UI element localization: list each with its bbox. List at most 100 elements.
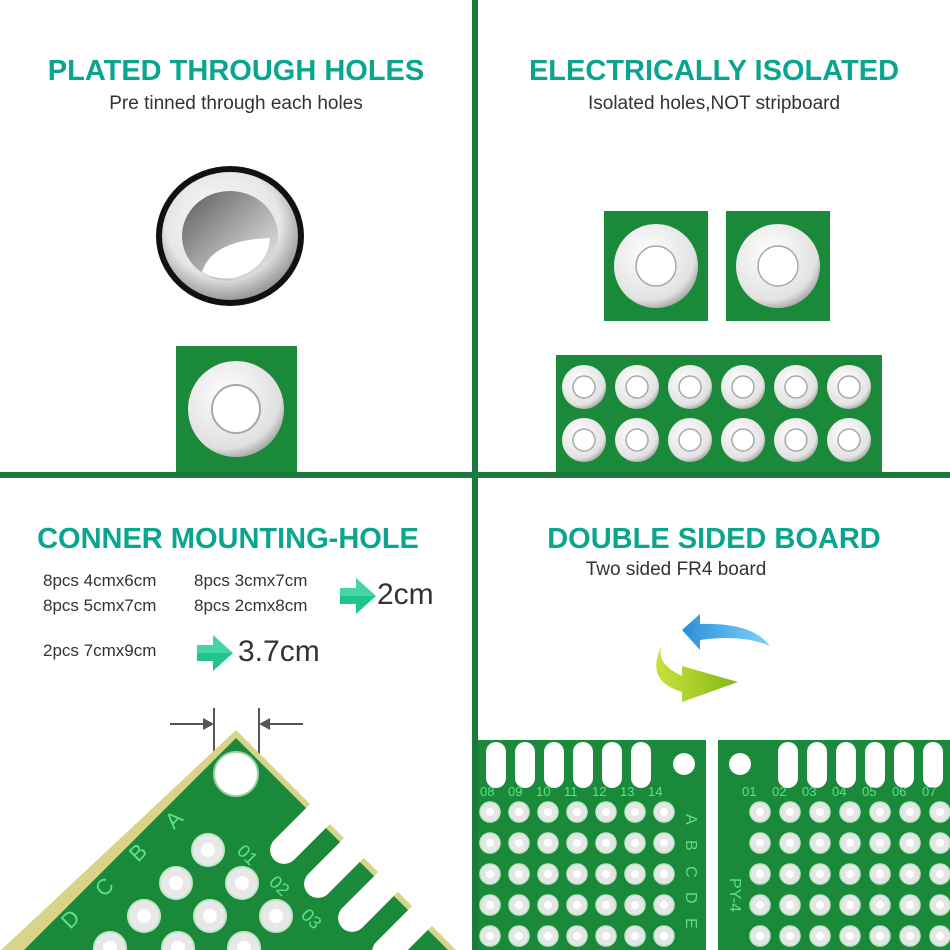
horizontal-divider xyxy=(0,472,950,478)
board-hole xyxy=(899,925,921,947)
board-col-label: 12 xyxy=(592,784,606,799)
flip-arrows-icon xyxy=(656,614,770,702)
board-hole xyxy=(869,832,891,854)
mounting-hole xyxy=(673,753,695,775)
board-hole xyxy=(227,931,261,950)
board-hole xyxy=(809,894,831,916)
board-hole xyxy=(929,801,950,823)
board-slot xyxy=(631,742,651,788)
board-hole xyxy=(839,863,861,885)
board-slot xyxy=(270,792,342,864)
board-hole xyxy=(537,894,559,916)
board-row-label: C xyxy=(682,866,699,878)
board-hole xyxy=(929,863,950,885)
board-hole xyxy=(929,925,950,947)
board-hole xyxy=(899,863,921,885)
board-row-label: A xyxy=(682,814,699,825)
board-hole xyxy=(839,894,861,916)
board-hole xyxy=(749,863,771,885)
board-hole xyxy=(93,931,127,950)
board-hole xyxy=(508,894,530,916)
board-hole xyxy=(595,801,617,823)
board-row-label: E xyxy=(682,918,699,929)
double-title: DOUBLE SIDED BOARD xyxy=(547,523,881,555)
board-hole xyxy=(566,894,588,916)
board-hole xyxy=(161,931,195,950)
board-hole xyxy=(869,863,891,885)
board-hole xyxy=(653,832,675,854)
board-hole xyxy=(839,832,861,854)
isolated-hole xyxy=(668,365,712,409)
dim-small: 2cm xyxy=(377,578,434,611)
board-hole xyxy=(809,801,831,823)
arrow-right-icon xyxy=(340,578,376,614)
board-hole xyxy=(653,801,675,823)
board-col-label: 06 xyxy=(892,784,906,799)
board-col-label: 05 xyxy=(862,784,876,799)
panel-electrically-isolated: ELECTRICALLY ISOLATED Isolated holes,NOT… xyxy=(478,0,950,472)
panel-plated-through-holes: PLATED THROUGH HOLES Pre tinned through … xyxy=(0,0,472,472)
board-hole xyxy=(779,925,801,947)
board-hole xyxy=(193,899,227,933)
double-subtitle: Two sided FR4 board xyxy=(585,559,767,580)
board-hole xyxy=(537,863,559,885)
board-slot xyxy=(894,742,914,788)
board-col-label: 04 xyxy=(832,784,846,799)
board-slot xyxy=(372,894,444,950)
plated-title: PLATED THROUGH HOLES xyxy=(47,55,425,87)
board-hole xyxy=(479,832,501,854)
board-col-label: 02 xyxy=(772,784,786,799)
board-hole xyxy=(537,925,559,947)
isolated-strip-tile xyxy=(556,355,882,472)
isolated-hole xyxy=(774,365,818,409)
board-hole xyxy=(869,801,891,823)
board-col-label: 13 xyxy=(620,784,634,799)
board-slot xyxy=(865,742,885,788)
board-slot xyxy=(304,826,376,898)
isolated-hole xyxy=(668,418,712,462)
plated-subtitle: Pre tinned through each holes xyxy=(109,93,363,114)
board-slot xyxy=(573,742,593,788)
board-hole xyxy=(899,832,921,854)
board-col-label: 11 xyxy=(564,784,578,799)
board-hole xyxy=(508,801,530,823)
board-hole xyxy=(508,925,530,947)
board-hole xyxy=(624,863,646,885)
board-hole xyxy=(869,894,891,916)
board-hole xyxy=(566,925,588,947)
board-hole xyxy=(479,925,501,947)
board-hole xyxy=(839,925,861,947)
board-slot xyxy=(544,742,564,788)
board-hole xyxy=(508,863,530,885)
isolated-hole xyxy=(736,224,820,308)
board-slot xyxy=(486,742,506,788)
board-hole xyxy=(653,894,675,916)
spec-row2-b: 8pcs 2cmx8cm xyxy=(194,596,308,615)
mounting-hole xyxy=(213,751,259,797)
board-row-label: B xyxy=(682,840,699,851)
plated-hole-icon xyxy=(156,166,304,306)
board-hole xyxy=(809,832,831,854)
isolated-hole-icon xyxy=(562,224,871,462)
board-hole xyxy=(479,894,501,916)
isolated-hole xyxy=(614,224,698,308)
board-hole xyxy=(779,863,801,885)
board-hole xyxy=(749,925,771,947)
spec-row2-a: 8pcs 5cmx7cm xyxy=(43,596,157,615)
board-hole xyxy=(479,801,501,823)
board-hole xyxy=(624,801,646,823)
board-hole xyxy=(899,801,921,823)
board-hole xyxy=(869,925,891,947)
board-slot xyxy=(338,860,410,932)
board-hole xyxy=(566,863,588,885)
board-hole xyxy=(809,863,831,885)
isolated-hole xyxy=(721,365,765,409)
board-hole xyxy=(653,925,675,947)
board-hole xyxy=(595,925,617,947)
board-hole xyxy=(624,894,646,916)
board-hole xyxy=(749,894,771,916)
isolated-hole xyxy=(562,365,606,409)
board-hole xyxy=(929,894,950,916)
